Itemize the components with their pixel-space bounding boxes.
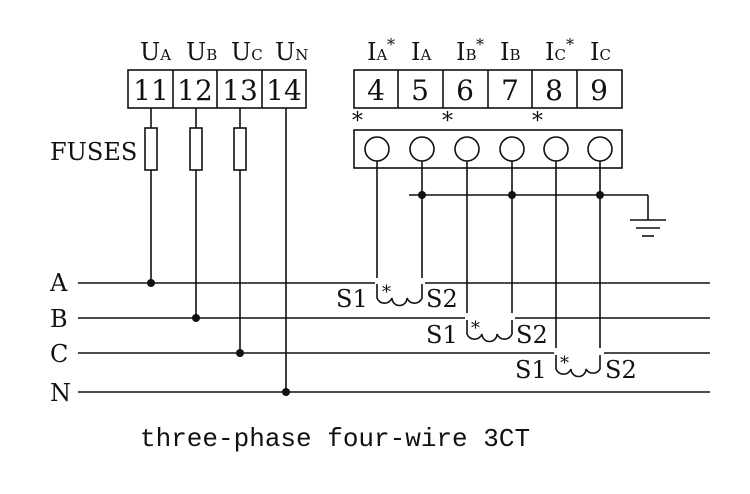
terminal-label-ia: IA (411, 38, 431, 66)
ct-s1-label: S1 (426, 321, 458, 349)
line-label-a: A (49, 269, 68, 297)
terminal-num-7: 7 (501, 74, 519, 107)
polarity-star: * (352, 109, 363, 134)
terminal-label-ic-star: IC (545, 38, 566, 66)
junction-dot (508, 191, 516, 199)
phase-lines (78, 282, 710, 393)
line-label-n: N (50, 379, 71, 407)
current-input-box (353, 129, 623, 169)
terminal-num-12: 12 (177, 74, 213, 107)
ct-phase-b: * S1 S2 (426, 313, 548, 349)
voltage-terminal-block: UA UB UC UN 11 12 13 14 (127, 38, 308, 109)
ground-icon (630, 195, 666, 237)
ct-s2-label: S2 (605, 356, 637, 384)
terminal-num-11: 11 (133, 74, 169, 107)
fuse-icon (233, 127, 247, 171)
ct-phase-c: * S1 S2 (515, 348, 637, 384)
line-label-b: B (50, 305, 68, 333)
polarity-star: * (387, 35, 395, 54)
fuses-label: FUSES (50, 138, 137, 166)
svg-text:*: * (471, 318, 480, 339)
line-label-c: C (50, 340, 68, 368)
terminal-label-un: UN (275, 38, 308, 66)
fuse-icon (189, 127, 203, 171)
polarity-star: * (476, 35, 484, 54)
terminal-label-ib-star: IB (456, 38, 477, 66)
terminal-num-14: 14 (266, 74, 302, 107)
terminal-num-13: 13 (222, 74, 258, 107)
junction-dot (418, 191, 426, 199)
ct-phase-a: * S1 S2 (336, 278, 458, 313)
ground-bus (409, 161, 666, 355)
ct-s1-label: S1 (515, 356, 547, 384)
polarity-star: * (532, 109, 543, 134)
terminal-num-6: 6 (456, 74, 474, 107)
terminal-label-ib: IB (500, 38, 521, 66)
terminal-num-9: 9 (590, 74, 608, 107)
diagram-caption: three-phase four-wire 3CT (140, 424, 530, 454)
ct-s2-label: S2 (426, 285, 458, 313)
terminal-num-8: 8 (545, 74, 563, 107)
terminal-label-ic: IC (590, 38, 611, 66)
terminal-label-uc: UC (231, 38, 263, 66)
ct-s1-label: S1 (336, 285, 368, 313)
s1-wires (376, 161, 557, 355)
voltage-wires (147, 108, 290, 396)
svg-text:*: * (560, 353, 569, 374)
current-terminal-block: IA * IA IB * IB IC * IC 4 5 6 7 8 9 (353, 35, 623, 109)
fuses (144, 127, 247, 171)
polarity-star: * (566, 35, 574, 54)
terminal-label-ia-star: IA (367, 38, 387, 66)
terminal-num-5: 5 (411, 74, 429, 107)
ct-s2-label: S2 (516, 321, 548, 349)
terminal-label-ub: UB (186, 38, 217, 66)
fuse-icon (144, 127, 158, 171)
terminal-label-ua: UA (140, 38, 171, 66)
terminal-num-4: 4 (367, 74, 385, 107)
svg-text:*: * (382, 282, 391, 303)
junction-dot (596, 191, 604, 199)
polarity-star: * (442, 109, 453, 134)
